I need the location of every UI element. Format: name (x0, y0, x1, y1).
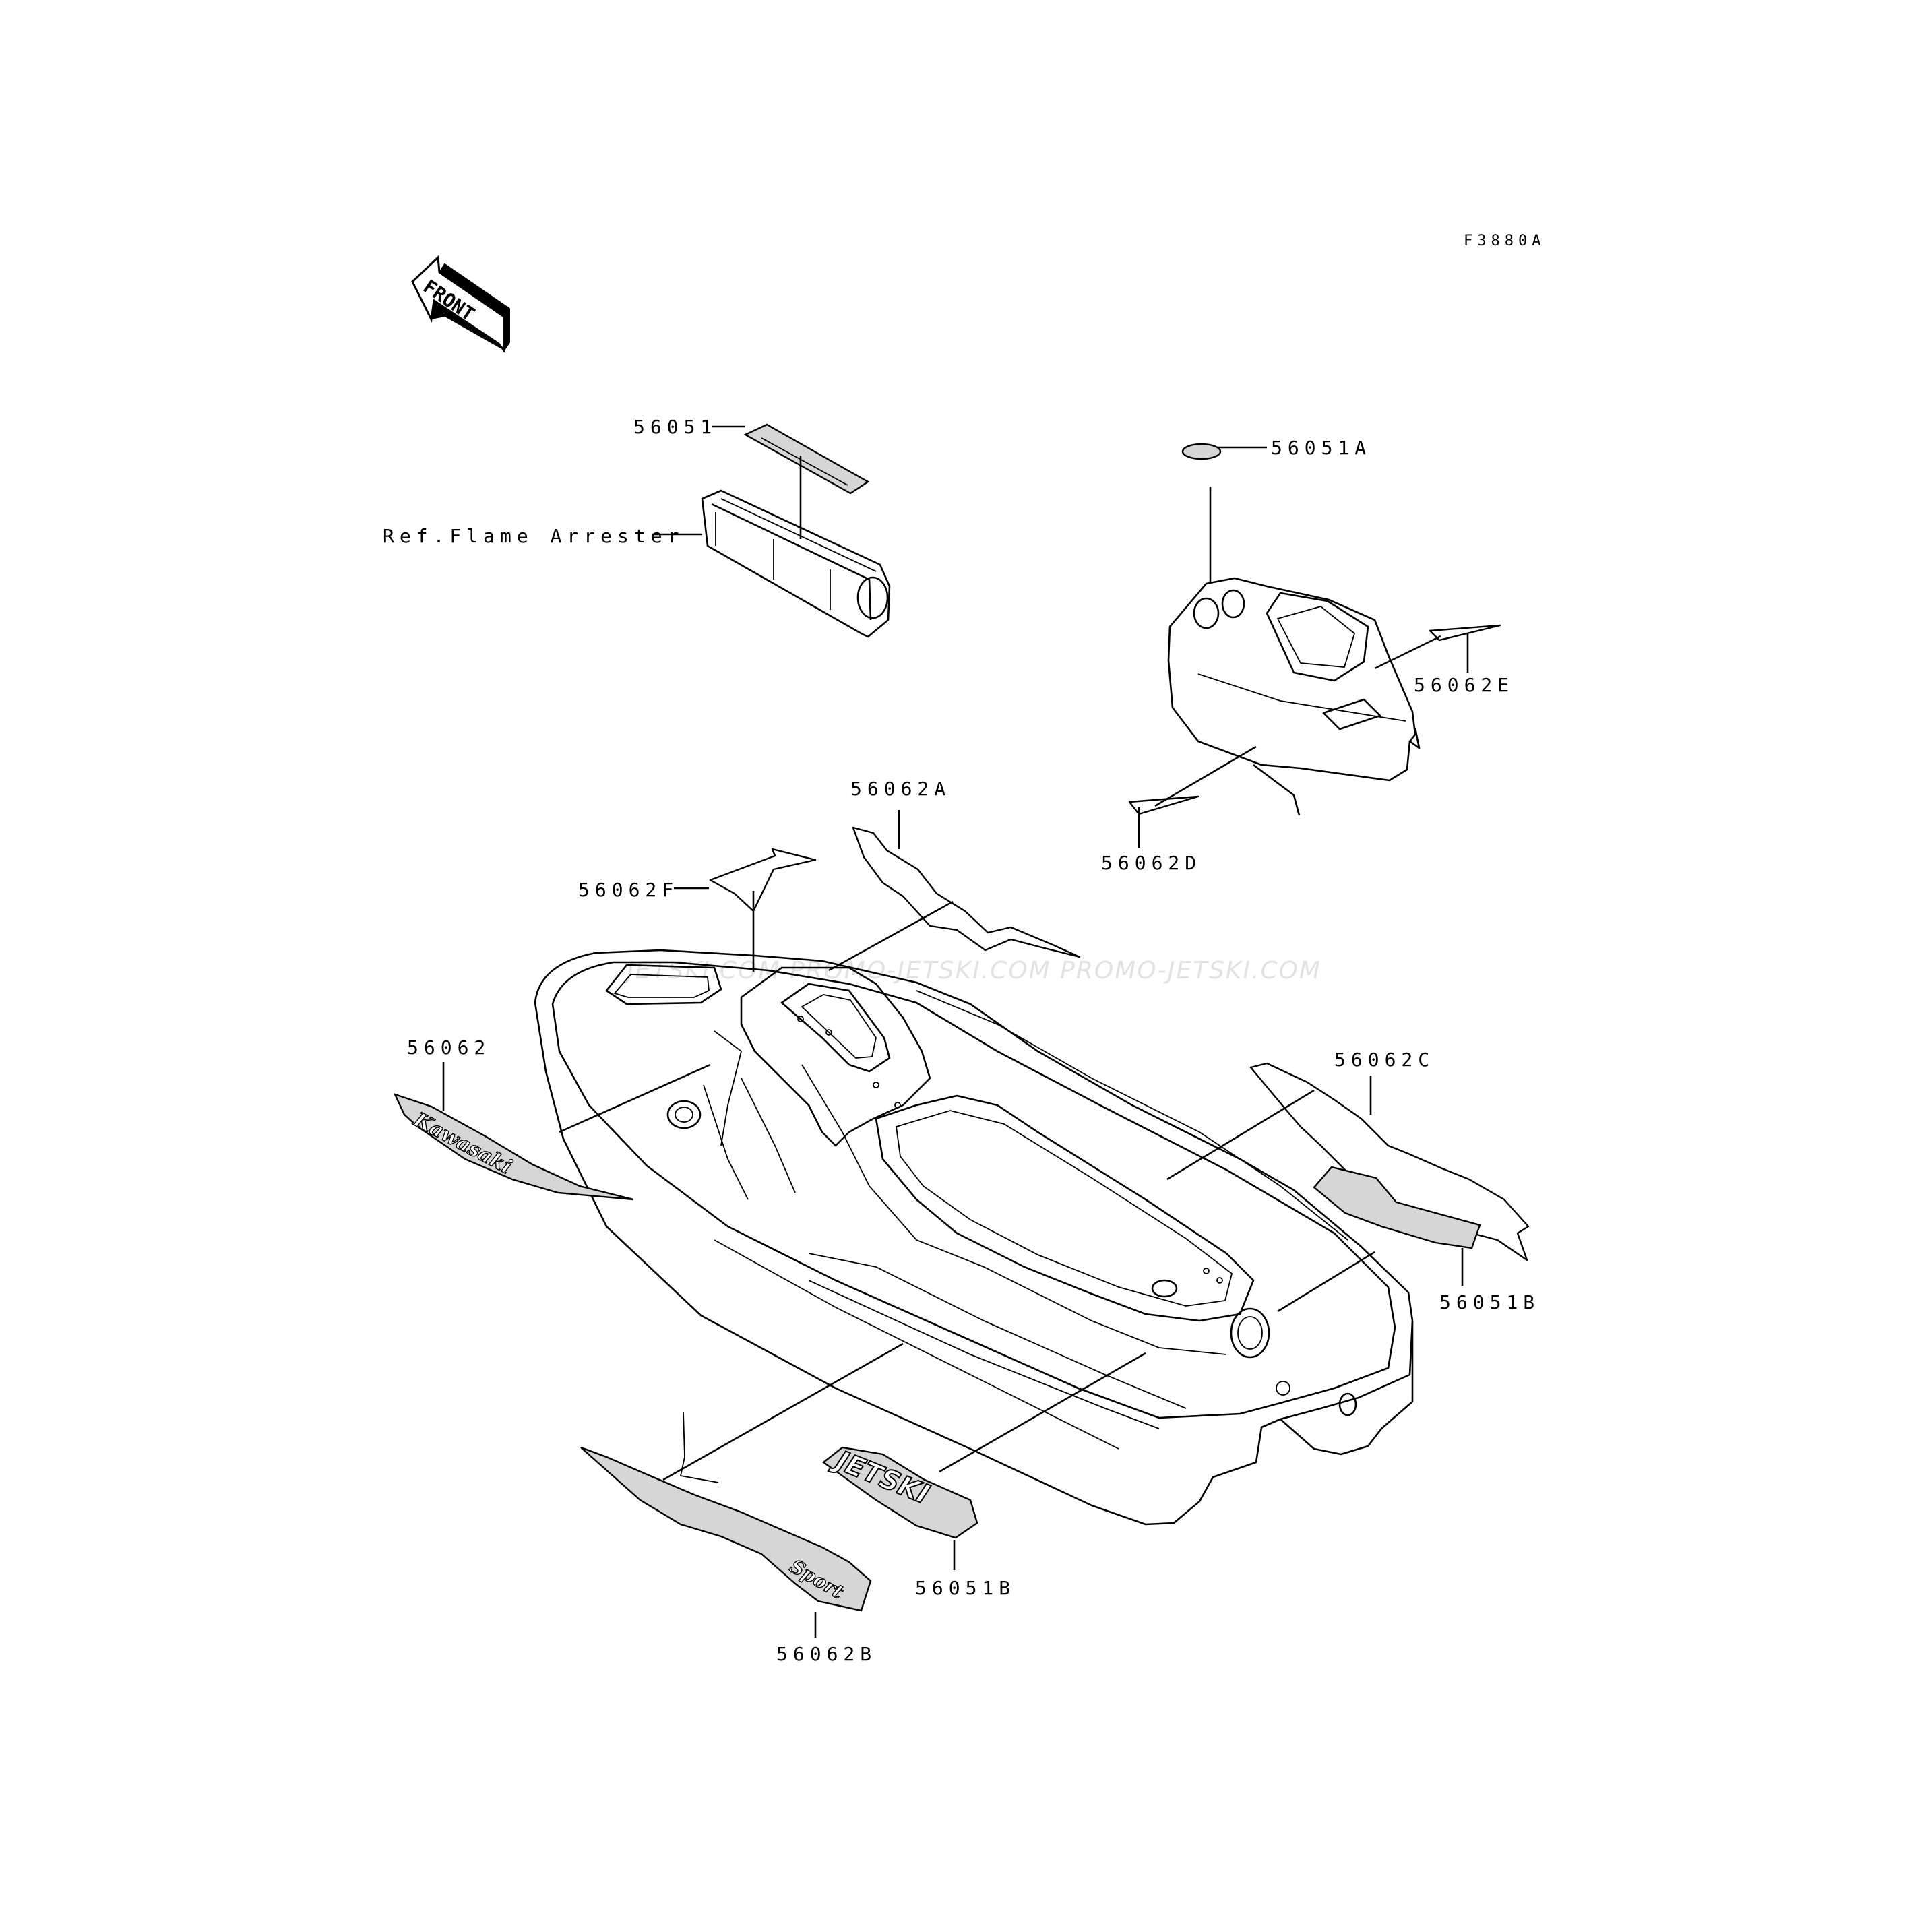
callout-56051b-bottom: 56051B (915, 1577, 1016, 1599)
hull-part (534, 949, 1414, 1526)
56062d-decal (1128, 795, 1199, 815)
flame-arrester-decal (743, 423, 870, 495)
56062e-decal (1429, 624, 1501, 642)
56051b-right-decal (1313, 1166, 1481, 1249)
callout-ref-flame-arrester: Ref.Flame Arrester (383, 525, 684, 547)
callout-56062a: 56062A (850, 778, 951, 800)
callout-56051a: 56051A (1271, 437, 1371, 459)
callout-56062b: 56062B (776, 1643, 877, 1665)
callout-56062d: 56062D (1101, 852, 1202, 874)
56062f-decal (709, 848, 817, 912)
56062a-decal (852, 826, 1081, 958)
watermark: JETSKI.COM PROMO-JETSKI.COM PROMO-JETSKI… (623, 957, 1321, 985)
kawasaki-decal-text: Kawasaki (409, 1108, 516, 1179)
kawasaki-decal: Kawasaki (393, 1092, 634, 1201)
callout-56062e: 56062E (1414, 674, 1514, 696)
callout-56062f: 56062F (578, 879, 679, 901)
front-arrow-icon: FRONT (411, 255, 510, 354)
callout-56062c: 56062C (1334, 1049, 1435, 1071)
sport-decal: Sport (580, 1446, 872, 1612)
callout-56051: 56051 (633, 416, 717, 438)
jetski-decal: JETSKI (822, 1443, 978, 1539)
figure-code: F3880A (1464, 232, 1545, 249)
flame-arrester-part (701, 423, 891, 638)
callout-56051b-right: 56051B (1439, 1291, 1540, 1313)
callout-56062: 56062 (407, 1036, 491, 1059)
56062c-decal (1249, 1062, 1530, 1261)
steering-cover-part (1167, 443, 1421, 816)
56051a-decal (1181, 443, 1222, 460)
